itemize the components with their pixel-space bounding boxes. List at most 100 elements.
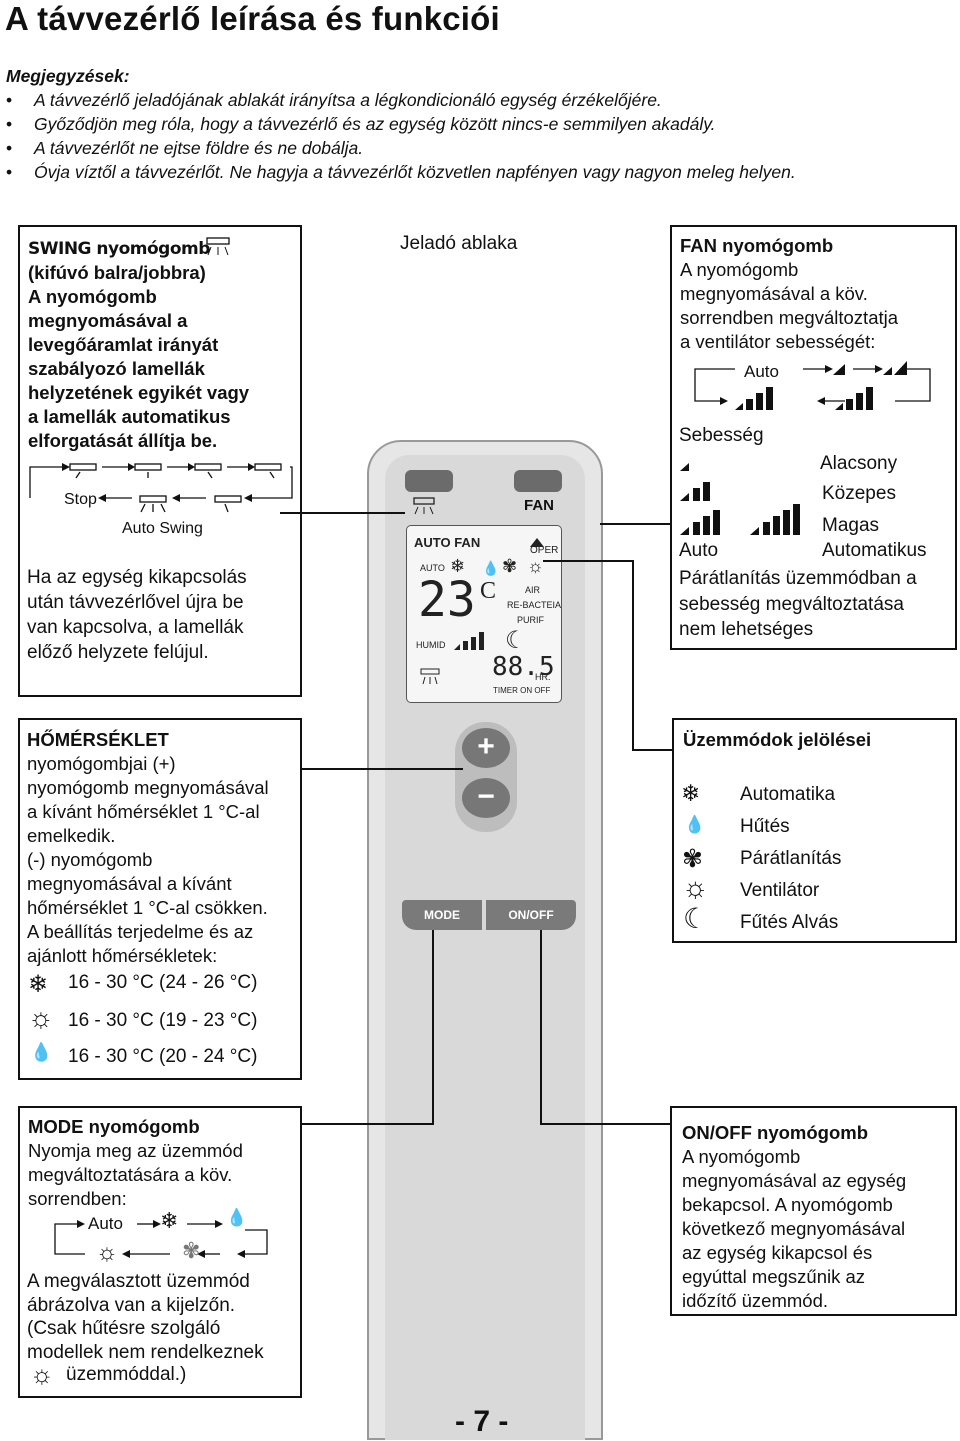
fan-text: megnyomásával a köv. [680, 283, 868, 304]
onoff-box: ON/OFF nyomógomb A nyomógomb megnyomásáv… [670, 1106, 957, 1316]
swing-cycle-diagram [29, 463, 293, 513]
connector-mode-h [300, 1123, 434, 1125]
fan-button-label: FAN [524, 497, 554, 514]
auto-mode-icon: ❄ [681, 780, 701, 806]
mode-text: sorrendben: [28, 1188, 127, 1209]
mode-item: Automatika [740, 784, 836, 805]
notes-section: Megjegyzések: A távvezérlő jeladójának a… [6, 64, 796, 184]
lcd-timer: 88.5 [492, 652, 555, 682]
swing-note: Ha az egység kikapcsolás után távvezérlő… [27, 565, 247, 665]
temp-text: hőmérséklet 1 °C-al csökken. [27, 897, 268, 918]
sleep-mode-icon: ☾ [683, 903, 709, 934]
swing-note-line: van kapcsolva, a lamellák [27, 617, 244, 638]
temp-text: megnyomásával a kívánt [27, 873, 232, 894]
lcd-timer-label: TIMER ON OFF [493, 686, 551, 695]
minus-button[interactable]: − [462, 778, 510, 818]
mode-button[interactable]: MODE [402, 900, 482, 930]
swing-text: helyzetének egyikét vagy [28, 382, 250, 403]
onoff-text: megnyomásával az egység [682, 1170, 907, 1191]
notes-heading: Megjegyzések: [6, 66, 130, 86]
swing-note-line: után távvezérlővel újra be [27, 592, 244, 613]
fan-cycle-diagram [694, 361, 931, 410]
onoff-text: A nyomógomb [682, 1146, 801, 1167]
mode-dry-drops-icon: 💧 [226, 1208, 248, 1227]
swing-stop-label: Stop [64, 491, 97, 508]
snowflake-icon: ❄ [28, 971, 49, 998]
connector-mode-icons-h [632, 749, 672, 751]
lcd-swing-icon [420, 668, 440, 685]
swing-text: elforgatását állítja be. [28, 430, 218, 451]
temp-range-heat: 16 - 30 °C (19 - 23 °C) [68, 1010, 258, 1031]
mode-item: Hűtés [740, 816, 790, 837]
drops-icon: 💧 [30, 1042, 53, 1062]
connector-mode-icons-v [632, 560, 634, 750]
note-item: Győződjön meg róla, hogy a távvezérlő és… [6, 112, 796, 136]
mode-desc-line: modellek nem rendelkeznek [27, 1341, 264, 1363]
lcd-purif: PURIF [517, 615, 544, 625]
modes-box: Üzemmódok jelölései [672, 718, 957, 943]
swing-heading-icon [206, 237, 230, 256]
swing-auto-label: Auto Swing [122, 520, 203, 537]
lcd-hr: HR. [535, 672, 551, 682]
temp-text: (-) nyomógomb [27, 849, 153, 870]
mode-heading: MODE nyomógomb [28, 1116, 200, 1137]
swing-button[interactable] [405, 470, 453, 492]
fan-button[interactable] [514, 470, 562, 492]
fan-speed-low: Alacsony [820, 453, 898, 474]
plus-button[interactable]: + [462, 728, 510, 768]
mode-text: megváltoztatására a köv. [28, 1164, 233, 1185]
temp-text: nyomógombjai (+) [27, 753, 176, 774]
temp-range-dry: 16 - 30 °C (20 - 24 °C) [68, 1046, 258, 1067]
onoff-text: az egység kikapcsol és [682, 1242, 873, 1263]
cool-mode-icon: 💧 [684, 815, 706, 834]
swing-text: (kifúvó balra/jobbra) [28, 262, 206, 283]
temp-heading: HŐMÉRSÉKLET [27, 729, 169, 750]
mode-last-line: üzemmóddal.) [66, 1364, 187, 1385]
lcd-display [406, 525, 562, 703]
swing-text: a lamellák automatikus [28, 406, 231, 427]
lcd-autofan: AUTO FAN [414, 535, 481, 550]
connector-temp [300, 768, 463, 770]
connector-mode-icons [543, 560, 633, 562]
note-item: A távvezérlő jeladójának ablakát irányít… [6, 88, 796, 112]
dry-mode-icon: ✾ [682, 845, 703, 873]
swing-text: szabályozó lamellák [28, 358, 205, 379]
mode-cool-icon: ❄ [160, 1208, 179, 1233]
lcd-air: AIR [525, 585, 541, 595]
swing-note-line: Ha az egység kikapcsolás [27, 567, 247, 588]
temp-text: a kívánt hőmérséklet 1 °C-al [27, 801, 260, 822]
fan-text: sorrendben megváltoztatja [680, 307, 899, 328]
mode-auto-label: Auto [88, 1214, 123, 1233]
lcd-sleep-icon: ☾ [505, 627, 527, 654]
temp-text: ajánlott hőmérsékletek: [27, 945, 218, 966]
lcd-oper: OPER [530, 545, 559, 556]
fan-speed-high: Magas [822, 515, 880, 536]
oper-arrow-icon [530, 538, 544, 547]
swing-icon [413, 497, 435, 515]
lcd-temperature: 23 [418, 572, 476, 628]
fan-dry-note: Párátlanítás üzemmódban a sebesség megvá… [679, 566, 917, 643]
page-title: A távvezérlő leírása és funkciói [5, 0, 500, 37]
temp-text: nyomógomb megnyomásával [27, 777, 269, 798]
fan-auto-row-value: Automatikus [822, 540, 927, 561]
mode-fan-icon: ✾ [182, 1238, 201, 1263]
note-item: Óvja víztől a távvezérlőt. Ne hagyja a t… [6, 160, 796, 184]
connector-onoff-h [540, 1123, 670, 1125]
mode-desc-line: ábrázolva van a kijelzőn. [27, 1294, 236, 1316]
temperature-box: HŐMÉRSÉKLET nyomógombjai (+) nyomógomb m… [18, 718, 302, 1080]
mode-heat-icon: ☼ [96, 1239, 118, 1266]
temp-range-cool: 16 - 30 °C (24 - 26 °C) [68, 972, 258, 993]
lcd-fan-icon: ✾ [502, 556, 518, 576]
fan-dry-line: sebesség megváltoztatása [679, 593, 904, 615]
mode-item: Ventilátor [740, 880, 820, 901]
mode-sun-icon: ☼ [30, 1359, 54, 1389]
mode-desc-line: (Csak hűtésre szolgáló [27, 1318, 221, 1339]
connector-mode-v [432, 930, 434, 1125]
lcd-rebact: RE-BACTEIA [507, 600, 562, 610]
sun-icon: ☼ [28, 1002, 54, 1033]
fan-dry-line: Párátlanítás üzemmódban a [679, 568, 917, 589]
lcd-drop-icon: 💧 [482, 560, 500, 576]
lcd-celsius: C [480, 578, 497, 604]
mode-desc-line: A megválasztott üzemmód [27, 1271, 250, 1292]
onoff-button[interactable]: ON/OFF [486, 900, 576, 930]
